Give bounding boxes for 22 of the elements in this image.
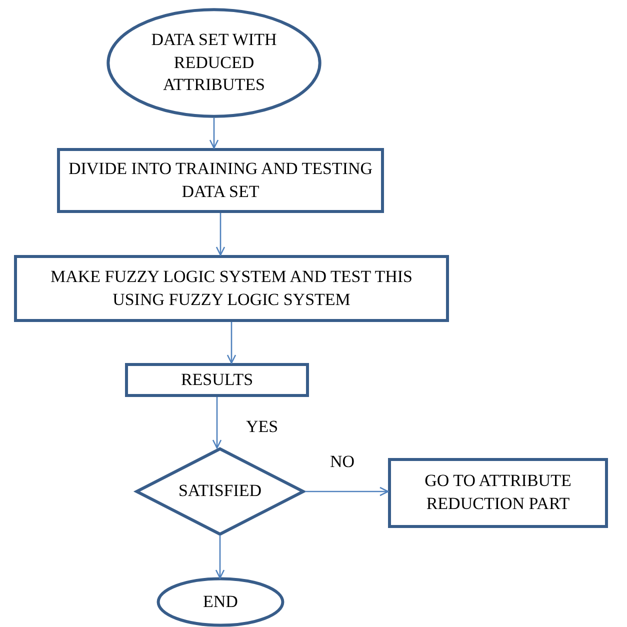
node-text: MAKE FUZZY LOGIC SYSTEM AND TEST THIS USING FUZZY LOGIC SYSTEM — [49, 266, 414, 310]
arrow — [212, 397, 222, 449]
node-text: END — [203, 590, 238, 613]
arrow — [209, 118, 219, 149]
process-box — [14, 255, 449, 322]
terminal-ellipse — [157, 578, 284, 626]
node-text: SATISFIED — [178, 480, 262, 502]
node-text: DIVIDE INTO TRAINING AND TESTING DATA SET — [67, 158, 374, 202]
arrow — [216, 213, 226, 256]
arrow — [226, 322, 236, 364]
edge-label: YES — [246, 417, 278, 437]
terminal-ellipse — [106, 8, 322, 118]
node-text: RESULTS — [180, 368, 254, 391]
process-box — [57, 148, 384, 213]
process-box — [388, 458, 608, 528]
arrow — [305, 486, 389, 496]
node-text: DATA SET WITH REDUCED ATTRIBUTES — [150, 28, 278, 96]
node-text: GO TO ATTRIBUTE REDUCTION PART — [424, 470, 572, 515]
process-box — [125, 363, 309, 397]
decision-diamond — [135, 448, 305, 535]
arrow — [215, 535, 225, 579]
edge-label: NO — [330, 452, 355, 472]
